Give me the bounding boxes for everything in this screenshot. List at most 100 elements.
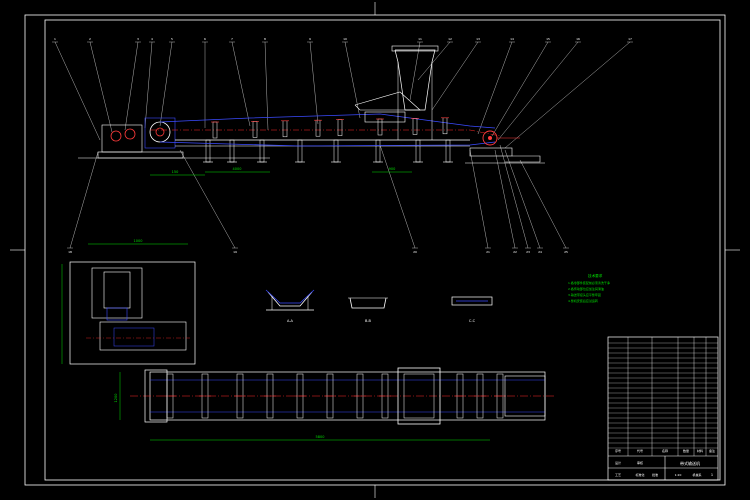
frame-leg	[415, 139, 421, 163]
tb-sign-review: 审核	[637, 460, 643, 465]
leader-label-bottom: 24	[538, 250, 542, 254]
trough-idler	[267, 291, 313, 307]
drive-plan-dim-top-text: 1000	[134, 239, 143, 243]
drive-plan-view: 1000	[61, 239, 196, 365]
leader-label-bottom: 23	[526, 250, 530, 254]
tb-col-no: 序号	[615, 448, 621, 453]
leader-label-bottom: 21	[486, 250, 490, 254]
leader-line-bottom	[69, 151, 99, 249]
frame-leg	[375, 139, 381, 163]
leader-label-top: 13	[476, 37, 480, 41]
leader-label-bottom: 20	[413, 250, 417, 254]
leader-label-top: 10	[343, 37, 347, 41]
leader-line-bottom	[519, 159, 567, 249]
drive-plan-coupling	[106, 307, 128, 321]
leader-label-top: 9	[309, 37, 311, 41]
leader-label-top: 2	[89, 37, 91, 41]
notes-title: 技术要求	[588, 273, 603, 278]
leader-line-top	[124, 41, 139, 131]
outer-frame	[24, 14, 726, 486]
tb-sign-design: 设计	[615, 460, 621, 465]
leader-line-top	[309, 41, 319, 125]
leader-line-top	[344, 41, 361, 119]
idler-post	[412, 118, 418, 135]
belt-return	[159, 141, 496, 147]
drive-plan-reducer-inner	[113, 327, 155, 347]
tb-col-remark: 备注	[709, 448, 715, 453]
tail-pulley-axle	[488, 136, 492, 140]
dim-left-text: 150	[172, 170, 179, 174]
idler-post	[337, 119, 343, 136]
notes-line-1: 1.各零部件装配前必须清洗干净	[568, 280, 610, 285]
technical-notes: 技术要求 1.各零部件装配前必须清洗干净 2.各传动部位应加注润滑油 3.输送带…	[568, 273, 610, 303]
return-idler-frame	[451, 296, 493, 306]
reducer-gear-1	[110, 130, 122, 142]
hopper-top	[391, 45, 439, 52]
idler-post	[442, 117, 448, 135]
title-block-frame	[607, 336, 719, 481]
leader-line-bottom	[179, 149, 236, 249]
leader-label-top: 11	[418, 37, 422, 41]
tb-col-code: 代号	[637, 448, 643, 453]
section-c-label: C-C	[469, 319, 476, 323]
leader-label-bottom: 25	[564, 250, 568, 254]
idler-post	[282, 120, 288, 138]
centerline-elev	[150, 129, 501, 137]
channel-section	[349, 297, 387, 309]
leader-line-top	[491, 41, 549, 137]
notes-line-4: 4.整机安装后应试运转	[568, 298, 598, 303]
tb-sheet: 1	[711, 473, 713, 477]
tb-unit: 机械系	[692, 472, 701, 477]
dim-main-text: 4000	[233, 167, 242, 171]
tail-frame	[505, 155, 541, 163]
leader-label-bottom: 18	[68, 250, 72, 254]
tb-col-name: 名称	[662, 448, 668, 453]
title-block: 序号 代号 名称 数量 材料 备注 带式输送机 设计 审核 工艺 标准化 批准 …	[607, 336, 719, 481]
tb-scale: 1:20	[675, 473, 682, 477]
drive-plan-motor-inner	[103, 271, 131, 309]
tail-base	[469, 147, 513, 157]
bom-table-grid	[608, 337, 718, 456]
tb-col-material: 材料	[697, 448, 703, 453]
drive-guard	[144, 117, 176, 149]
plan-view: 5800 1200	[114, 367, 555, 441]
dim-mid-text: 900	[389, 167, 396, 171]
leader-label-top: 16	[576, 37, 580, 41]
plan-tail-extension	[504, 375, 546, 417]
idler-post	[252, 121, 258, 138]
elevation-view: 150 4000 900	[78, 45, 545, 176]
leader-label-top: 12	[448, 37, 452, 41]
plan-crossmembers	[164, 373, 506, 419]
leader-label-top: 8	[264, 37, 266, 41]
leader-line-top	[144, 41, 153, 129]
idler-post	[377, 118, 383, 136]
leader-line-bottom	[469, 149, 489, 249]
skirt-board	[364, 111, 406, 123]
leader-line-top	[409, 41, 421, 101]
plan-hopper-inner	[403, 373, 435, 419]
inner-frame	[44, 19, 721, 481]
leader-label-top: 7	[231, 37, 233, 41]
drive-plan-reducer	[99, 321, 187, 351]
leader-line-top	[159, 41, 173, 127]
section-a-label: A-A	[287, 319, 294, 323]
plan-head	[144, 369, 168, 423]
leader-line-top	[264, 41, 269, 131]
reducer-gear-2	[124, 128, 136, 140]
leader-label-top: 17	[628, 37, 632, 41]
tb-drawing-name: 带式输送机	[680, 460, 700, 466]
leader-line-top	[231, 41, 251, 127]
tb-sign-approve: 批准	[652, 472, 658, 477]
leader-line-top	[431, 41, 479, 111]
leader-line-top	[89, 41, 113, 133]
leader-line-top	[54, 41, 101, 141]
section-b-label: B-B	[365, 319, 372, 323]
frame-leg	[333, 139, 339, 163]
trough-belt	[265, 289, 315, 304]
frame-leg	[259, 139, 265, 163]
tb-sign-standard: 标准化	[635, 472, 644, 477]
leader-label-bottom: 19	[233, 250, 237, 254]
belt-carry	[159, 113, 496, 129]
